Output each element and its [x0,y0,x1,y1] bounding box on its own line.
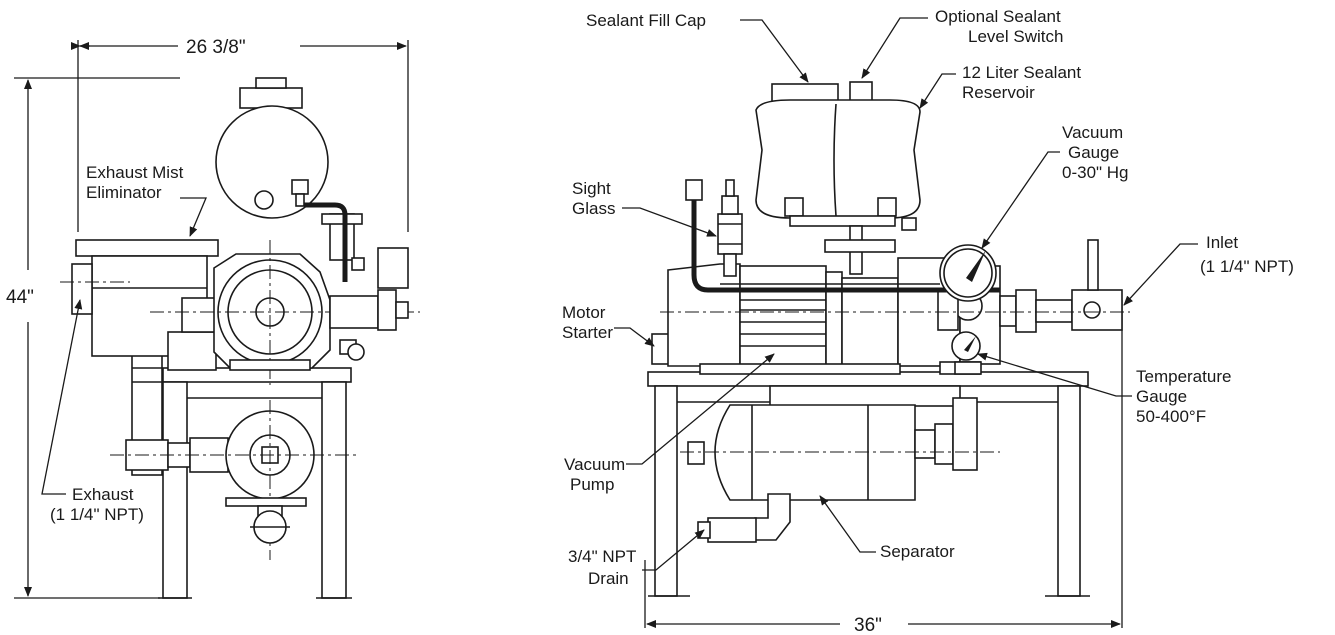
label-drain: 3/4" NPT Drain [568,529,705,588]
label-text: 50-400°F [1136,407,1206,426]
label-text: Sealant Fill Cap [586,11,706,30]
label-sealant-fill-cap: Sealant Fill Cap [586,11,809,83]
label-text: Temperature [1136,367,1231,386]
sealant-reservoir [755,81,921,275]
label-inlet: Inlet (1 1/4" NPT) [1123,233,1294,306]
front-view: 36" [562,7,1294,635]
temperature-gauge [951,331,982,375]
length-dimension-text: 36" [854,615,882,635]
label-text: Vacuum [564,455,625,474]
side-tank [215,77,365,282]
width-dimension: 26 3/8" [71,37,409,232]
label-temperature-gauge: Temperature Gauge 50-400°F [977,352,1231,426]
vacuum-gauge [939,244,997,302]
label-text: 0-30" Hg [1062,163,1129,182]
label-text: Gauge [1136,387,1187,406]
label-optional-level-switch: Optional Sealant Level Switch [861,7,1063,79]
label-text: Starter [562,323,613,342]
side-motor [150,240,420,385]
label-text: 3/4" NPT [568,547,636,566]
side-frame [158,367,352,599]
side-view: 26 3/8" 44" [6,37,420,599]
label-text: Inlet [1206,233,1238,252]
sight-glass [685,179,743,277]
label-text: Drain [588,569,629,588]
label-text: Optional Sealant [935,7,1061,26]
label-text: (1 1/4" NPT) [50,505,144,524]
height-dimension-text: 44" [6,287,34,308]
length-dimension: 36" [644,300,1123,635]
label-text: Vacuum [1062,123,1123,142]
label-vacuum-pump: Vacuum Pump [564,353,775,494]
height-dimension: 44" [6,77,180,599]
label-reservoir: 12 Liter Sealant Reservoir [919,63,1081,109]
label-exhaust: Exhaust (1 1/4" NPT) [41,299,144,524]
label-vacuum-gauge: Vacuum Gauge 0-30" Hg [981,123,1129,249]
label-text: Gauge [1068,143,1119,162]
sealant-tube [691,200,1000,293]
label-text: Sight [572,179,611,198]
separator-tank [680,385,1000,543]
label-motor-starter: Motor Starter [562,303,655,347]
label-text: Motor [562,303,606,322]
label-text: Separator [880,542,955,561]
label-text: (1 1/4" NPT) [1200,257,1294,276]
label-text: Exhaust Mist [86,163,184,182]
side-separator [110,400,360,560]
label-separator: Separator [819,495,955,561]
label-text: Eliminator [86,183,162,202]
label-text: Exhaust [72,485,134,504]
label-text: Glass [572,199,615,218]
label-text: Pump [570,475,614,494]
label-text: Reservoir [962,83,1035,102]
label-text: 12 Liter Sealant [962,63,1081,82]
label-exhaust-mist-eliminator: Exhaust Mist Eliminator [86,163,207,237]
label-text: Level Switch [968,27,1063,46]
width-dimension-text: 26 3/8" [186,37,246,58]
label-sight-glass: Sight Glass [572,179,717,237]
